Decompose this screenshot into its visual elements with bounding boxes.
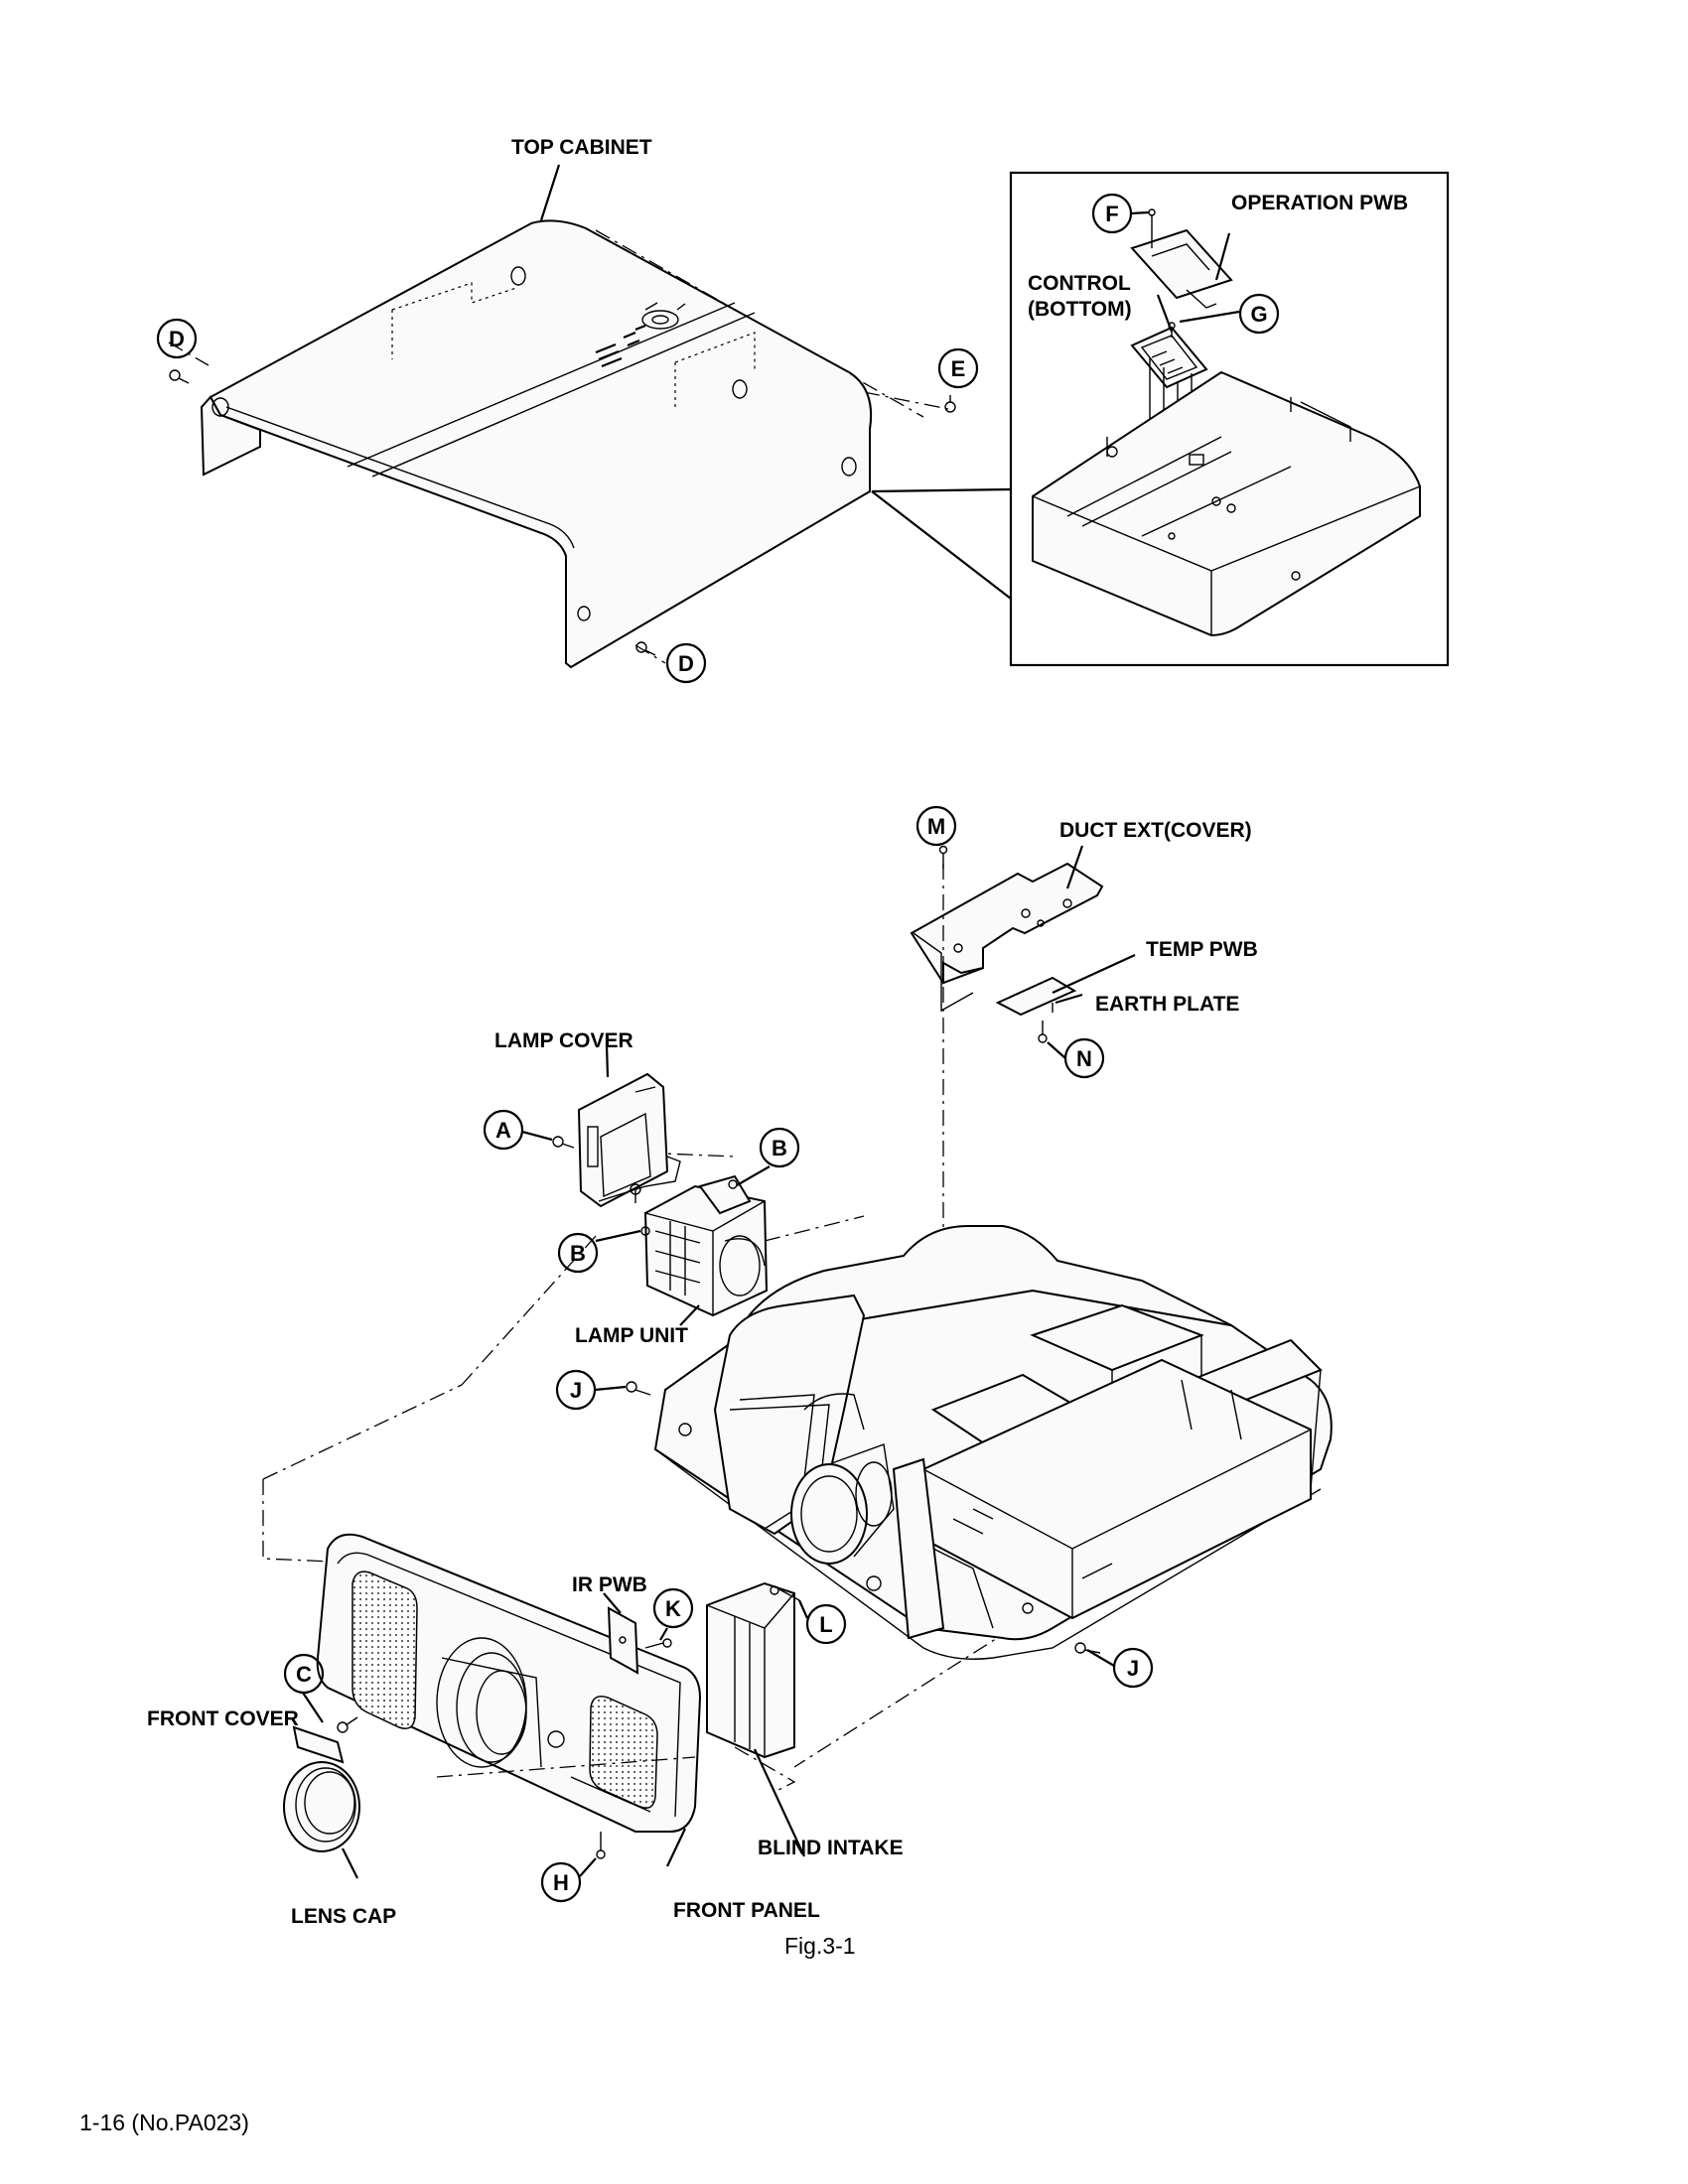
label-ir-pwb: IR PWB — [572, 1573, 647, 1596]
screw-e — [944, 395, 956, 413]
screw-callout-b-upper: B — [759, 1127, 800, 1168]
label-front-panel: FRONT PANEL — [673, 1899, 820, 1922]
svg-text:J: J — [1127, 1656, 1139, 1681]
svg-text:N: N — [1076, 1046, 1092, 1071]
label-blind-intake: BLIND INTAKE — [758, 1837, 904, 1859]
lamp-cover-drawing — [552, 1043, 681, 1208]
operation-pwb-drawing — [1130, 208, 1233, 309]
svg-text:A: A — [495, 1118, 511, 1143]
label-lamp-cover: LAMP COVER — [494, 1029, 633, 1052]
screw-callout-b-lower: B — [557, 1232, 599, 1274]
svg-text:C: C — [296, 1662, 312, 1687]
duct-ext-cover-drawing — [910, 845, 1136, 1291]
svg-text:G: G — [1250, 302, 1267, 327]
label-top-cabinet: TOP CABINET — [511, 136, 652, 159]
screw-callout-d-bottom: D — [665, 642, 707, 684]
label-earth-plate: EARTH PLATE — [1095, 993, 1239, 1016]
label-control-bottom-line1: CONTROL — [1028, 272, 1131, 295]
front-panel-drawing — [316, 1533, 702, 1867]
label-front-cover: FRONT COVER — [147, 1707, 299, 1730]
label-lamp-unit: LAMP UNIT — [575, 1324, 688, 1347]
screw-callout-d-left: D — [156, 318, 198, 359]
detail-base-cabinet-drawing — [1032, 370, 1421, 637]
label-temp-pwb: TEMP PWB — [1146, 938, 1258, 961]
lens-cap-drawing — [283, 1761, 360, 1879]
top-cabinet-drawing — [168, 164, 956, 669]
screw-callout-j-upper: J — [555, 1369, 627, 1411]
top-control-buttons — [595, 302, 686, 368]
svg-text:L: L — [819, 1612, 832, 1637]
label-duct-ext-cover: DUCT EXT(COVER) — [1059, 819, 1252, 842]
svg-text:J: J — [570, 1378, 582, 1403]
svg-text:B: B — [772, 1136, 787, 1160]
screw-callout-n: N — [1047, 1037, 1105, 1079]
svg-text:F: F — [1105, 202, 1118, 226]
front-cover-drawing — [292, 1692, 358, 1764]
svg-text:B: B — [570, 1241, 586, 1266]
screw-j-lower — [1074, 1642, 1101, 1654]
screw-callout-m: M — [915, 805, 957, 847]
screw-callout-a: A — [483, 1109, 553, 1151]
detail-box — [871, 171, 1450, 667]
screw-d-bottom — [635, 641, 656, 656]
svg-text:E: E — [951, 356, 966, 381]
blind-intake-drawing — [706, 1581, 805, 1857]
screw-callout-l: L — [797, 1599, 847, 1645]
main-chassis-drawing — [262, 1151, 1333, 1793]
label-operation-pwb: OPERATION PWB — [1231, 192, 1408, 214]
svg-text:M: M — [927, 814, 945, 839]
lamp-unit-drawing — [595, 1165, 865, 1326]
screw-callout-h: H — [540, 1857, 597, 1903]
screw-callout-j-lower: J — [1086, 1647, 1154, 1689]
screw-j-upper — [626, 1381, 651, 1396]
screw-callout-c: C — [283, 1653, 325, 1695]
screw-callout-f: F — [1091, 193, 1150, 234]
svg-text:K: K — [665, 1596, 681, 1621]
screw-callout-g: G — [1238, 293, 1280, 335]
screw-callout-e: E — [937, 347, 979, 389]
svg-text:D: D — [678, 651, 694, 676]
control-bottom-drawing — [1130, 322, 1208, 389]
page-footer: 1-16 (No.PA023) — [79, 2110, 249, 2135]
figure-caption: Fig.3-1 — [784, 1933, 856, 1959]
chassis-lens — [790, 1443, 895, 1565]
label-control-bottom-line2: (BOTTOM) — [1028, 298, 1132, 321]
svg-text:H: H — [553, 1870, 569, 1895]
label-lens-cap: LENS CAP — [291, 1905, 396, 1928]
svg-text:D: D — [169, 327, 185, 351]
screw-callout-k: K — [652, 1587, 694, 1629]
ir-pwb-drawing — [603, 1592, 672, 1675]
screw-d-left — [169, 369, 190, 384]
